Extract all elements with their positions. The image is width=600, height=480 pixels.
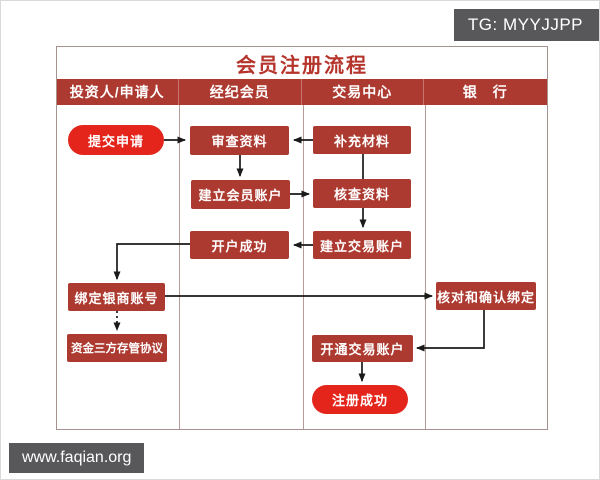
tg-watermark-badge: TG: MYYJJPP xyxy=(453,9,599,41)
column-header-row: 投资人/申请人 经纪会员 交易中心 银 行 xyxy=(57,79,547,105)
node-confirm-binding: 核对和确认绑定 xyxy=(436,282,536,310)
node-create-trading-account: 建立交易账户 xyxy=(313,231,411,259)
column-header-exchange: 交易中心 xyxy=(302,79,424,105)
column-divider-2 xyxy=(303,105,304,429)
column-header-bank: 银 行 xyxy=(462,84,508,100)
column-divider-3 xyxy=(425,105,426,429)
node-open-trading-account: 开通交易账户 xyxy=(312,335,413,362)
node-review-materials: 审查资料 xyxy=(190,126,289,155)
node-account-open-success: 开户成功 xyxy=(190,231,289,259)
column-header-investor: 投资人/申请人 xyxy=(57,79,179,105)
node-bind-bank-account: 绑定银商账号 xyxy=(68,283,165,311)
node-submit-application: 提交申请 xyxy=(68,125,164,155)
site-watermark: www.faqian.org xyxy=(9,443,145,473)
node-registration-success: 注册成功 xyxy=(312,385,408,414)
edge-confirm-to-open-trading xyxy=(416,310,485,352)
flowchart-table: 会员注册流程 投资人/申请人 经纪会员 交易中心 银 行 xyxy=(56,46,548,430)
node-supplement-materials: 补充材料 xyxy=(313,126,411,154)
column-header-broker: 经纪会员 xyxy=(179,79,302,105)
edge-open-success-to-bind xyxy=(113,243,190,280)
flowchart-title: 会员注册流程 xyxy=(236,54,368,77)
node-create-member-account: 建立会员账户 xyxy=(191,180,290,209)
column-divider-1 xyxy=(179,105,180,429)
node-verify-materials: 核查资料 xyxy=(313,179,411,208)
node-tripartite-agreement: 资金三方存管协议 xyxy=(67,334,167,362)
